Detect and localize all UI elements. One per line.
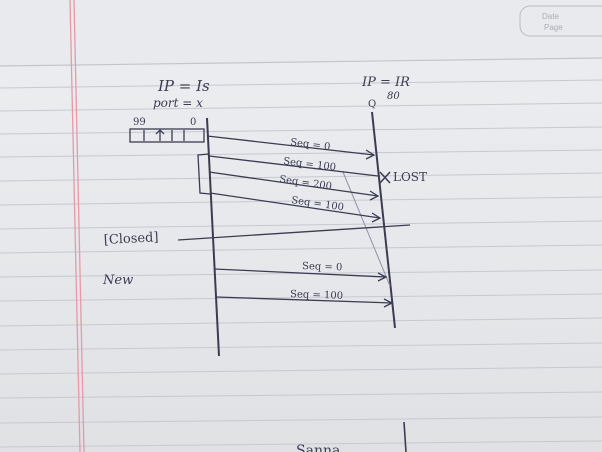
server-marker: Q — [368, 99, 376, 110]
lost-label: LOST — [393, 170, 427, 184]
buffer-left-label: 99 — [133, 117, 146, 128]
arrow-seq-0-new — [213, 268, 388, 282]
server-header: IP = IR 80 Q — [361, 75, 410, 110]
arrow-label-4: Seq = 100 — [291, 195, 345, 213]
lost-marker: LOST — [379, 170, 427, 184]
send-buffer: 99 0 — [129, 117, 205, 143]
client-lifeline — [206, 117, 220, 357]
lost-x-icon — [379, 171, 391, 184]
bottom-ink-stroke — [403, 421, 407, 452]
server-ip: IP = IR — [361, 75, 410, 90]
retransmit-bracket — [197, 153, 211, 195]
closed-line — [177, 224, 411, 241]
date-label: Date — [542, 12, 559, 21]
arrow-label-6: Seq = 100 — [290, 289, 343, 302]
client-ip: IP = Is — [157, 77, 210, 95]
bottom-partial-text: Sanna — [296, 443, 340, 452]
arrow-seq-100-retransmit — [209, 192, 382, 223]
client-port: port = x — [153, 96, 203, 110]
arrow-label-2: Seq = 100 — [283, 156, 337, 173]
closed-label: [Closed] — [103, 230, 158, 248]
arrow-seq-200 — [208, 171, 380, 201]
margin-lines — [69, 0, 85, 452]
page-top-edge — [0, 0, 602, 66]
faint-diagonal-stroke — [342, 171, 391, 287]
page-label: Page — [544, 23, 563, 32]
arrow-label-5: Seq = 0 — [302, 261, 343, 273]
server-port: 80 — [387, 91, 400, 102]
arrow-label-1: Seq = 0 — [290, 137, 331, 153]
new-label: New — [102, 273, 133, 288]
arrow-seq-100-lost — [208, 155, 379, 177]
arrow-seq-0-first — [206, 135, 376, 160]
date-page-stamp: Date Page — [519, 5, 602, 37]
buffer-right-label: 0 — [190, 117, 196, 128]
page-fold-line — [0, 57, 602, 67]
client-header: IP = Is port = x — [153, 77, 210, 110]
arrow-seq-100-new — [215, 296, 394, 308]
ruled-lines — [0, 79, 602, 448]
server-lifeline — [371, 111, 396, 329]
